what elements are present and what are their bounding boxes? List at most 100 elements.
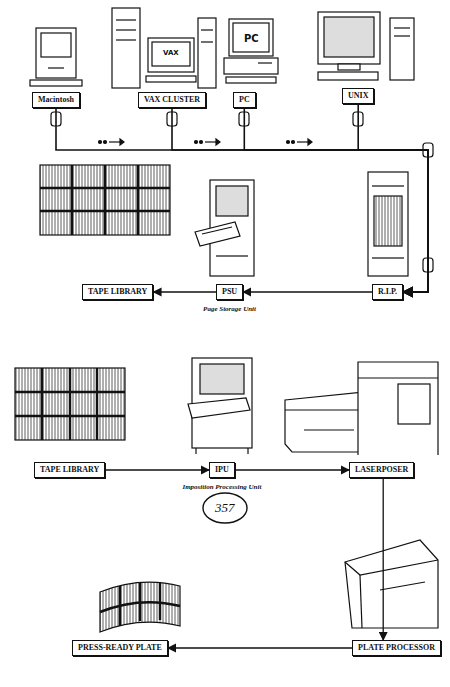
macintosh-computer-part [36,28,76,78]
label-box: TAPE LIBRARY [82,284,153,300]
tape-library-illustration-part [104,165,107,235]
vax-cluster-computer-part [112,8,140,88]
flow-arrow [383,478,384,640]
unit-caption: Page Storage Unit [203,305,256,314]
imposition-processing-unit-illustration-part [188,398,250,418]
screen-text: PC [244,33,259,44]
unix-workstation-part [318,12,380,64]
vax-cluster-computer-part [116,29,136,30]
flow-arrow [235,469,349,470]
pc-computer-part [258,62,272,63]
vax-cluster-computer-part [198,18,216,88]
press-ready-plate-illustration-part [139,582,142,621]
network-bus [358,104,428,292]
imposition-processing-unit-illustration-part [195,448,196,454]
bus-direction-arrows-part [120,139,124,145]
box-label: R.I.P. [378,287,397,297]
box-label: VAX CLUSTER [144,95,200,105]
tape-library-illustration-part [137,165,140,235]
network-bus [244,108,428,292]
bus-direction-arrows [99,139,313,145]
laserposer-illustration-part [398,384,430,424]
equipment-illustrations-part [15,8,438,632]
network-bus [172,108,428,292]
tape-library-illustration-part [69,368,72,440]
laserposer-illustration-part [358,377,438,378]
bus-direction-arrows-part [216,139,220,145]
page-storage-unit-illustration [195,180,254,276]
box-label: Macintosh [38,95,74,105]
flow-arrow [243,291,372,292]
press-ready-plate-illustration-part [159,582,162,620]
plate-processor-illustration-part [345,540,438,628]
box-label: IPU [215,465,229,475]
box-label: PC [239,95,250,105]
box-label: PLATE PROCESSOR [358,643,435,653]
laserposer-illustration [285,362,438,455]
box-label: PSU [222,287,237,297]
macintosh-computer [30,28,82,86]
pc-computer [224,19,278,83]
box-label: TAPE LIBRARY [88,287,147,297]
vax-cluster-computer [112,8,216,88]
plate-processor-illustration-part [360,575,362,628]
bus-direction-arrows-part [109,141,120,142]
label-box: PLATE PROCESSOR [352,640,441,656]
imposition-processing-unit-illustration-part [247,448,248,454]
page-storage-unit-illustration-part [202,227,232,234]
press-ready-plate-illustration-part [119,586,122,626]
page-storage-unit-illustration-part [216,186,248,216]
box-label: UNIX [348,91,368,101]
macintosh-computer-part [41,33,71,57]
pc-computer-part [229,19,273,56]
label-box: VAX CLUSTER [138,92,206,108]
handwritten-circle-part [203,493,247,523]
flow-arrow [105,469,209,470]
unix-workstation-part [394,35,410,36]
tape-library-illustration [40,165,170,235]
vax-cluster-computer-part [116,19,136,20]
pc-computer-part [224,58,278,74]
vax-cluster-computer-part [116,39,136,40]
label-box: IPUImposition Processing Unit [209,462,235,478]
bus-direction-arrows-part [195,141,198,144]
rip-illustration [368,172,408,276]
bus-direction-arrows-part [287,141,290,144]
label-box: PRESS-READY PLATE [72,640,168,656]
rip-illustration-part [372,185,404,186]
label-box: R.I.P. [372,284,403,300]
label-box: PC [233,92,256,108]
box-label: PRESS-READY PLATE [78,643,162,653]
page-storage-unit-illustration-part [216,255,248,256]
rip-illustration-part [368,172,408,276]
unix-workstation [318,12,414,80]
vax-cluster-computer-part [146,76,196,82]
vax-cluster-computer-part [148,38,194,72]
bus-direction-arrows-part [292,141,295,144]
unix-workstation-part [390,18,414,80]
label-box: Macintosh [32,92,80,108]
bus-direction-arrows-part [104,141,107,144]
press-ready-plate-illustration [100,582,180,632]
unix-workstation-part [324,17,374,57]
bus-direction-arrows-part [205,141,216,142]
bus-direction-arrows-part [308,139,312,145]
label-box: UNIX [342,88,374,104]
flow-arrow [153,291,216,292]
unix-workstation-part [338,64,360,70]
handwritten-circle [203,493,247,523]
page-storage-unit-illustration-part [195,222,240,246]
rip-illustration-part [372,257,404,258]
pc-computer-part [226,77,276,83]
plate-processor-illustration-part [380,582,425,590]
label-box: LASERPOSER [349,462,414,478]
plate-processor-illustration-part [345,560,438,575]
imposition-processing-unit-illustration-part [200,364,244,394]
unix-workstation-part [394,27,410,28]
box-label: LASERPOSER [355,465,408,475]
label-box: TAPE LIBRARY [34,462,105,478]
plate-processor-illustration [345,540,438,628]
tape-library-illustration-part [40,165,170,235]
box-label: TAPE LIBRARY [40,465,99,475]
bus-direction-arrows-part [200,141,203,144]
